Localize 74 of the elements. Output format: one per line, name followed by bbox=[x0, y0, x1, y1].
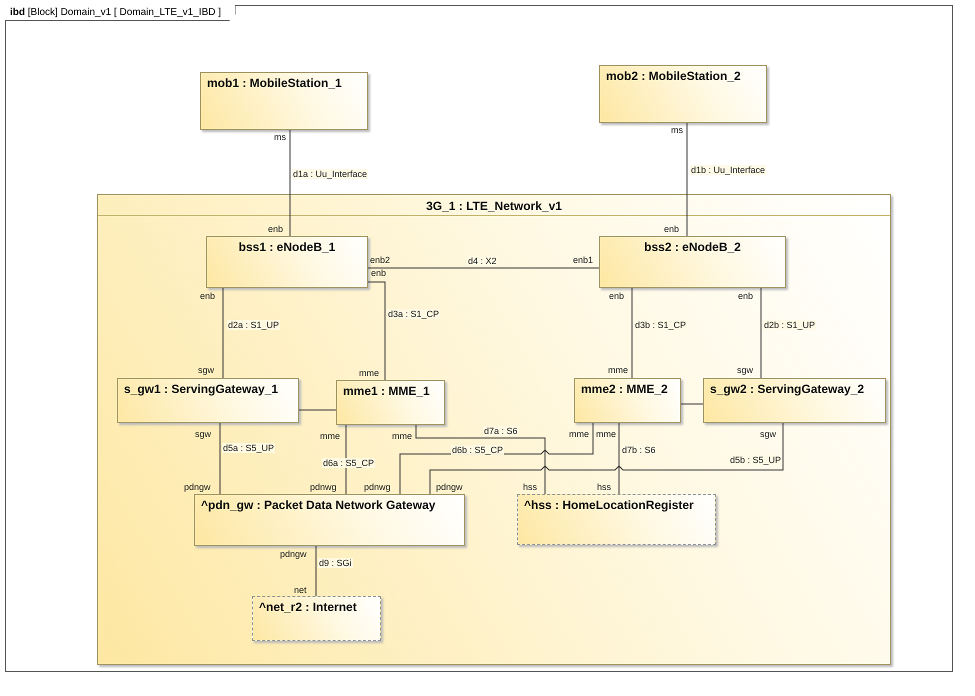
edge-label: d7b : S6 bbox=[621, 445, 657, 455]
port-label: hss bbox=[597, 482, 612, 492]
port-label: enb bbox=[738, 291, 754, 301]
edge-label: d6b : S5_CP bbox=[451, 445, 504, 455]
connector bbox=[430, 422, 784, 494]
connector bbox=[686, 122, 688, 236]
edge-label: d4 : X2 bbox=[467, 256, 498, 266]
connector bbox=[618, 422, 620, 494]
port-label: pdngw bbox=[436, 482, 463, 492]
port-label: enb bbox=[268, 224, 284, 234]
port-label: mme bbox=[359, 368, 379, 378]
port-label: enb bbox=[609, 291, 624, 301]
edge-label: d3a : S1_CP bbox=[387, 309, 440, 319]
port-label: mme bbox=[320, 431, 340, 441]
block-name: ^pdn_gw : Packet Data Network Gateway bbox=[200, 498, 436, 512]
port-label: sgw bbox=[195, 429, 212, 439]
connector bbox=[416, 424, 546, 494]
part-block bbox=[599, 236, 786, 288]
block-name: 3G_1 : LTE_Network_v1 bbox=[425, 199, 563, 213]
part-block bbox=[206, 236, 368, 288]
part-block bbox=[336, 380, 445, 425]
edge-label: d3b : S1_CP bbox=[634, 320, 688, 330]
port-label: net bbox=[294, 585, 307, 595]
block-name: s_gw1 : ServingGateway_1 bbox=[123, 382, 280, 396]
connector bbox=[222, 288, 224, 378]
port-label: sgw bbox=[737, 365, 754, 375]
block-name: ^hss : HomeLocationRegister bbox=[523, 498, 695, 512]
block-name: ^net_r2 : Internet bbox=[258, 600, 358, 614]
port-label: enb bbox=[200, 291, 216, 301]
port-label: pdnwg bbox=[364, 482, 391, 492]
edge-label: d6a : S5_CP bbox=[322, 458, 376, 468]
port-label: pdnwg bbox=[310, 482, 337, 492]
edge-label: d7a : S6 bbox=[483, 426, 519, 436]
reference-part-block bbox=[252, 596, 381, 641]
container-block bbox=[97, 194, 891, 665]
edge-label: d2b : S1_UP bbox=[763, 320, 816, 330]
port-label: pdngw bbox=[184, 482, 211, 492]
block-name: mob2 : MobileStation_2 bbox=[605, 69, 742, 83]
edge-label: d9 : SGi bbox=[318, 558, 353, 568]
edge-label: d1b : Uu_Interface bbox=[690, 165, 766, 175]
part-block bbox=[599, 65, 767, 123]
part-block bbox=[200, 72, 368, 130]
edge-label: d1a : Uu_Interface bbox=[292, 169, 368, 179]
reference-part-block bbox=[517, 494, 716, 545]
port-label: enb2 bbox=[370, 255, 390, 265]
edge-label: d2a : S1_UP bbox=[227, 320, 280, 330]
port-label: enb bbox=[371, 268, 386, 278]
block-name: mme1 : MME_1 bbox=[342, 384, 431, 398]
port-label: sgw bbox=[198, 365, 214, 375]
part-block bbox=[703, 378, 886, 423]
connector bbox=[760, 288, 762, 378]
part-block bbox=[117, 378, 299, 423]
edge-label: d5b : S5_UP bbox=[729, 455, 782, 465]
connector bbox=[368, 282, 386, 380]
port-label: sgw bbox=[760, 429, 776, 439]
edge-label: d5a : S5_UP bbox=[222, 443, 276, 453]
block-name: s_gw2 : ServingGateway_2 bbox=[709, 382, 866, 396]
port-label: mme bbox=[596, 429, 616, 439]
part-block bbox=[574, 378, 681, 423]
port-label: mme bbox=[608, 365, 628, 375]
port-label: enb bbox=[664, 224, 680, 234]
block-name: bss2 : eNodeB_2 bbox=[643, 240, 742, 254]
port-label: ms bbox=[274, 132, 286, 142]
port-label: pdngw bbox=[280, 549, 307, 559]
port-label: mme bbox=[569, 429, 589, 439]
port-label: mme bbox=[392, 431, 412, 441]
port-label: ms bbox=[671, 125, 683, 135]
port-label: hss bbox=[523, 482, 538, 492]
block-name: bss1 : eNodeB_1 bbox=[238, 240, 336, 254]
block-name: mob1 : MobileStation_1 bbox=[206, 76, 343, 90]
frame-title: ibd [Block] Domain_v1 [ Domain_LTE_v1_IBD ] bbox=[5, 5, 236, 20]
block-name: mme2 : MME_2 bbox=[580, 382, 669, 396]
part-block bbox=[194, 494, 465, 546]
port-label: enb1 bbox=[573, 255, 594, 265]
